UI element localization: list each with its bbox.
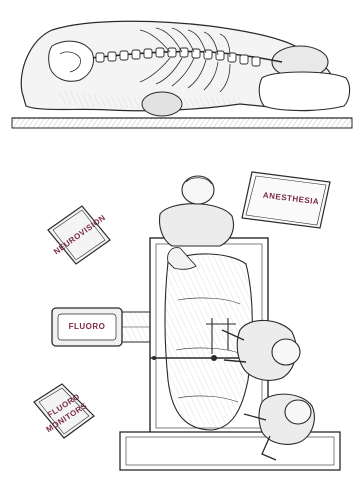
or-layout (34, 172, 340, 470)
pelvis (49, 41, 94, 81)
hip-bolster (142, 92, 182, 116)
table-foot-extension (120, 432, 340, 470)
top-operating-table (12, 118, 352, 128)
pillow (259, 72, 349, 111)
anesthesiologist (160, 176, 234, 246)
fluoro-label: FLUORO (58, 322, 116, 332)
prone-patient-view (12, 21, 352, 128)
